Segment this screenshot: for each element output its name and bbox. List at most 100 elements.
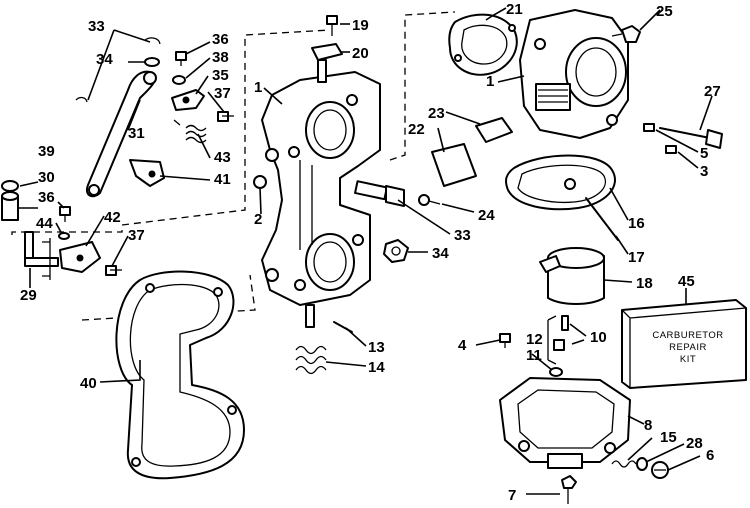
bracket-28 [42, 238, 51, 280]
label-36-lower: 36 [38, 189, 55, 206]
label-31: 33 [88, 18, 105, 35]
pin-17 [585, 197, 619, 241]
screw-7 [561, 475, 577, 504]
plug-2 [253, 175, 267, 189]
plate-20 [311, 43, 343, 61]
float-bowl-8 [499, 377, 631, 469]
screw-4 [499, 333, 511, 348]
lever-33 [171, 89, 205, 111]
label-20: 20 [352, 45, 369, 62]
washer-11 [549, 367, 563, 377]
label-36-top: 36 [212, 31, 229, 48]
screw-5 [643, 123, 655, 132]
bushing-30 [1, 191, 19, 221]
washer-27 [636, 457, 648, 471]
link-41 [129, 159, 165, 187]
nut-35 [383, 239, 409, 263]
label-30: 30 [38, 169, 55, 186]
spring-43 [173, 119, 207, 144]
label-39: 39 [38, 143, 55, 160]
label-42: 42 [104, 209, 121, 226]
label-13: 13 [368, 339, 385, 356]
screw-37-top [217, 111, 234, 122]
label-23: 23 [428, 105, 445, 122]
leader-lines [18, 7, 713, 495]
part-labels: 33 34 31 36 38 35 37 43 41 39 30 36 44 4… [20, 1, 721, 504]
screw-36-top [175, 51, 187, 66]
label-24: 24 [478, 207, 495, 224]
label-44: 44 [36, 215, 53, 232]
plug-6 [651, 461, 669, 479]
label-1-right: 1 [486, 73, 494, 90]
assembly-dashed-outline [11, 11, 456, 321]
gasket-40 [115, 270, 245, 480]
gasket-21 [448, 13, 518, 76]
screw-24 [418, 194, 441, 206]
repair-kit-box: CARBURETOR REPAIR KIT [621, 299, 747, 389]
label-12: 12 [526, 331, 543, 348]
label-35: 34 [432, 245, 449, 262]
label-11: 11 [526, 347, 542, 364]
carburetor-body-center [261, 59, 381, 328]
clip-31 [75, 37, 161, 103]
label-17: 17 [628, 249, 645, 266]
label-6: 6 [706, 447, 714, 464]
washer-32 [144, 57, 160, 67]
spring-15 [611, 460, 637, 468]
label-38: 38 [212, 49, 229, 66]
label-29: 29 [20, 287, 37, 304]
label-37-top: 37 [214, 85, 231, 102]
label-27: 28 [686, 435, 703, 452]
label-45: 45 [678, 273, 695, 290]
label-16: 16 [628, 215, 645, 232]
screw-19 [326, 15, 338, 36]
screw-36-lower [59, 206, 71, 222]
label-2: 2 [254, 211, 262, 228]
label-8: 8 [644, 417, 652, 434]
bolt-34 [354, 180, 405, 207]
label-22: 22 [408, 121, 425, 138]
kit-line-1: CARBURETOR [652, 330, 723, 341]
label-25: 25 [656, 3, 673, 20]
label-18: 18 [636, 275, 653, 292]
label-7: 7 [508, 487, 516, 504]
label-33: 35 [212, 67, 229, 84]
float-18 [539, 247, 605, 305]
kit-line-2: REPAIR [669, 342, 707, 353]
needle-valve-10-group [547, 315, 569, 365]
label-26: 27 [704, 83, 721, 100]
carburetor-top-right [519, 9, 629, 139]
shaft-29 [24, 231, 59, 267]
label-1-center: 1 [254, 79, 262, 96]
label-32: 34 [96, 51, 113, 68]
gasket-16 [505, 154, 616, 211]
label-5: 5 [700, 145, 708, 162]
spring-14 [295, 345, 327, 375]
washer-38 [172, 75, 186, 85]
label-28: 31 [128, 125, 145, 142]
label-37-lower: 37 [128, 227, 145, 244]
label-43: 43 [214, 149, 231, 166]
screw-37-lower [105, 265, 122, 276]
linkage-arm [86, 70, 157, 198]
bolt-26 [659, 127, 723, 149]
screw-25 [611, 25, 641, 43]
label-34: 33 [454, 227, 471, 244]
label-3: 3 [700, 163, 708, 180]
label-4: 4 [458, 337, 467, 354]
label-40: 40 [80, 375, 97, 392]
label-15: 15 [660, 429, 677, 446]
washer-39 [1, 180, 19, 192]
cover-22 [431, 143, 477, 187]
plate-23 [475, 117, 513, 143]
label-10: 10 [590, 329, 607, 346]
washer-44 [58, 232, 70, 240]
screw-3 [665, 145, 677, 154]
lever-42 [59, 241, 101, 273]
label-21: 21 [506, 1, 523, 18]
kit-line-3: KIT [680, 354, 696, 365]
label-19: 19 [352, 17, 369, 34]
label-14: 14 [368, 359, 385, 376]
label-41: 41 [214, 171, 231, 188]
